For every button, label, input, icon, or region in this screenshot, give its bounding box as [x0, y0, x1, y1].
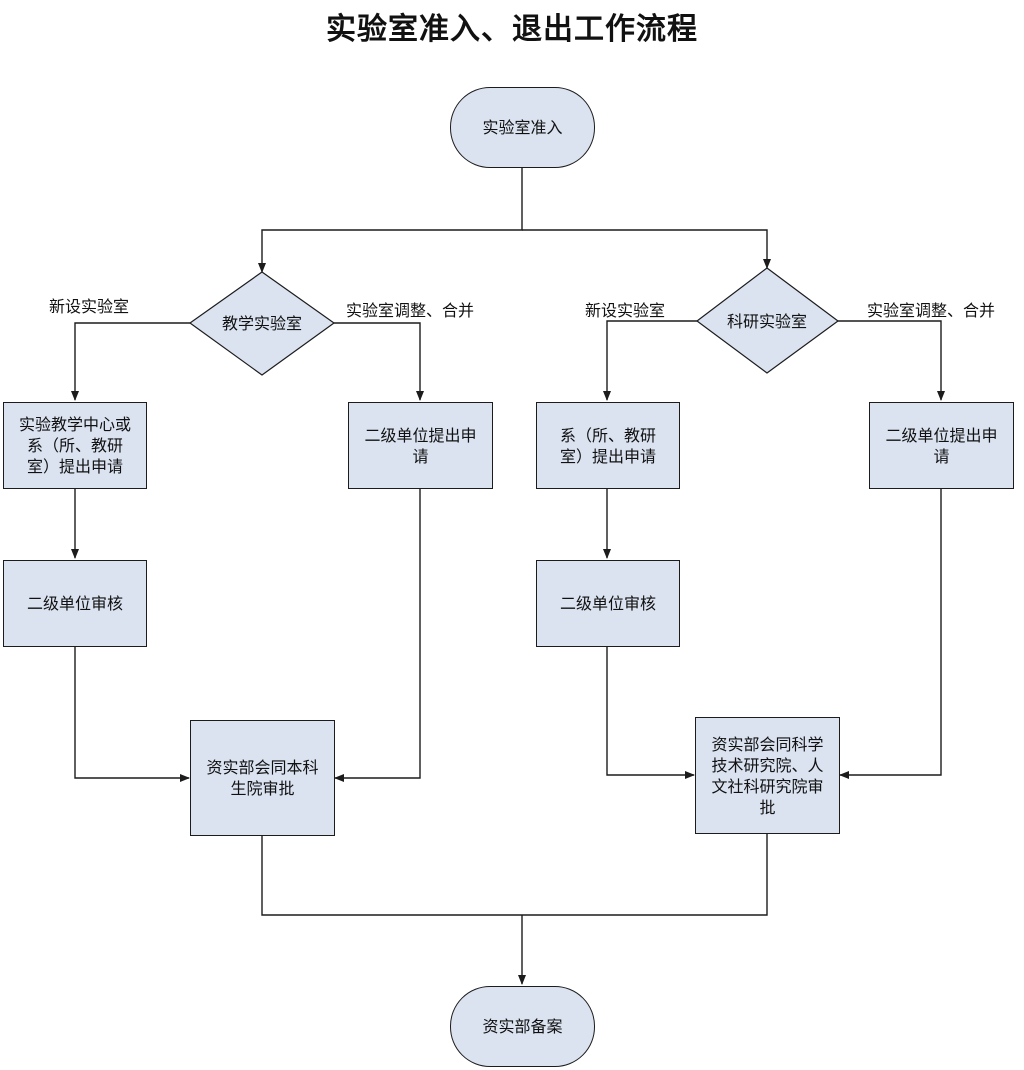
- teach-decision-label: 教学实验室: [221, 313, 302, 333]
- connector-teach-right: [334, 322, 424, 401]
- teach-new-label: 新设实验室: [49, 297, 130, 316]
- teach-approve-box: 资实部会同本科 生院审批: [190, 720, 335, 836]
- teach-adjust-apply-box: 二级单位提出申 请: [348, 402, 493, 489]
- research-new-apply-box: 系（所、教研 室）提出申请: [536, 402, 680, 489]
- connector-split-right: [522, 229, 771, 269]
- connector-research-right: [838, 320, 945, 401]
- research-adjust-apply-box: 二级单位提出申 请: [869, 402, 1014, 489]
- connector-start-split: [258, 168, 523, 273]
- diagram-title: 实验室准入、退出工作流程: [326, 12, 698, 47]
- connector-research-left: [603, 320, 697, 401]
- research-new-label: 新设实验室: [585, 301, 666, 320]
- connector-teach-review-approve: [74, 647, 190, 782]
- research-review-box: 二级单位审核: [536, 560, 680, 647]
- end-terminal: 资实部备案: [450, 986, 595, 1067]
- teach-adjust-label: 实验室调整、合并: [346, 301, 475, 320]
- connector-research-to-merge: [522, 834, 768, 916]
- teach-new-apply-box: 实验教学中心或 系（所、教研 室）提出申请: [3, 402, 147, 489]
- connector-teach-to-merge: [261, 836, 522, 916]
- teach-review-box: 二级单位审核: [3, 560, 147, 647]
- research-approve-box: 资实部会同科学 技术研究院、人 文社科研究院审 批: [695, 717, 840, 834]
- research-decision-label: 科研实验室: [726, 311, 807, 331]
- research-decision-diamond: [695, 267, 840, 374]
- research-adjust-label: 实验室调整、合并: [867, 301, 996, 320]
- connector-teach-left: [71, 322, 190, 401]
- teach-decision-diamond: [188, 271, 336, 376]
- connector-research-review-approve: [606, 647, 695, 779]
- connector-teach-adjust-approve: [334, 489, 421, 782]
- start-terminal: 实验室准入: [450, 87, 595, 168]
- connector-research-adjust-approve: [839, 489, 942, 779]
